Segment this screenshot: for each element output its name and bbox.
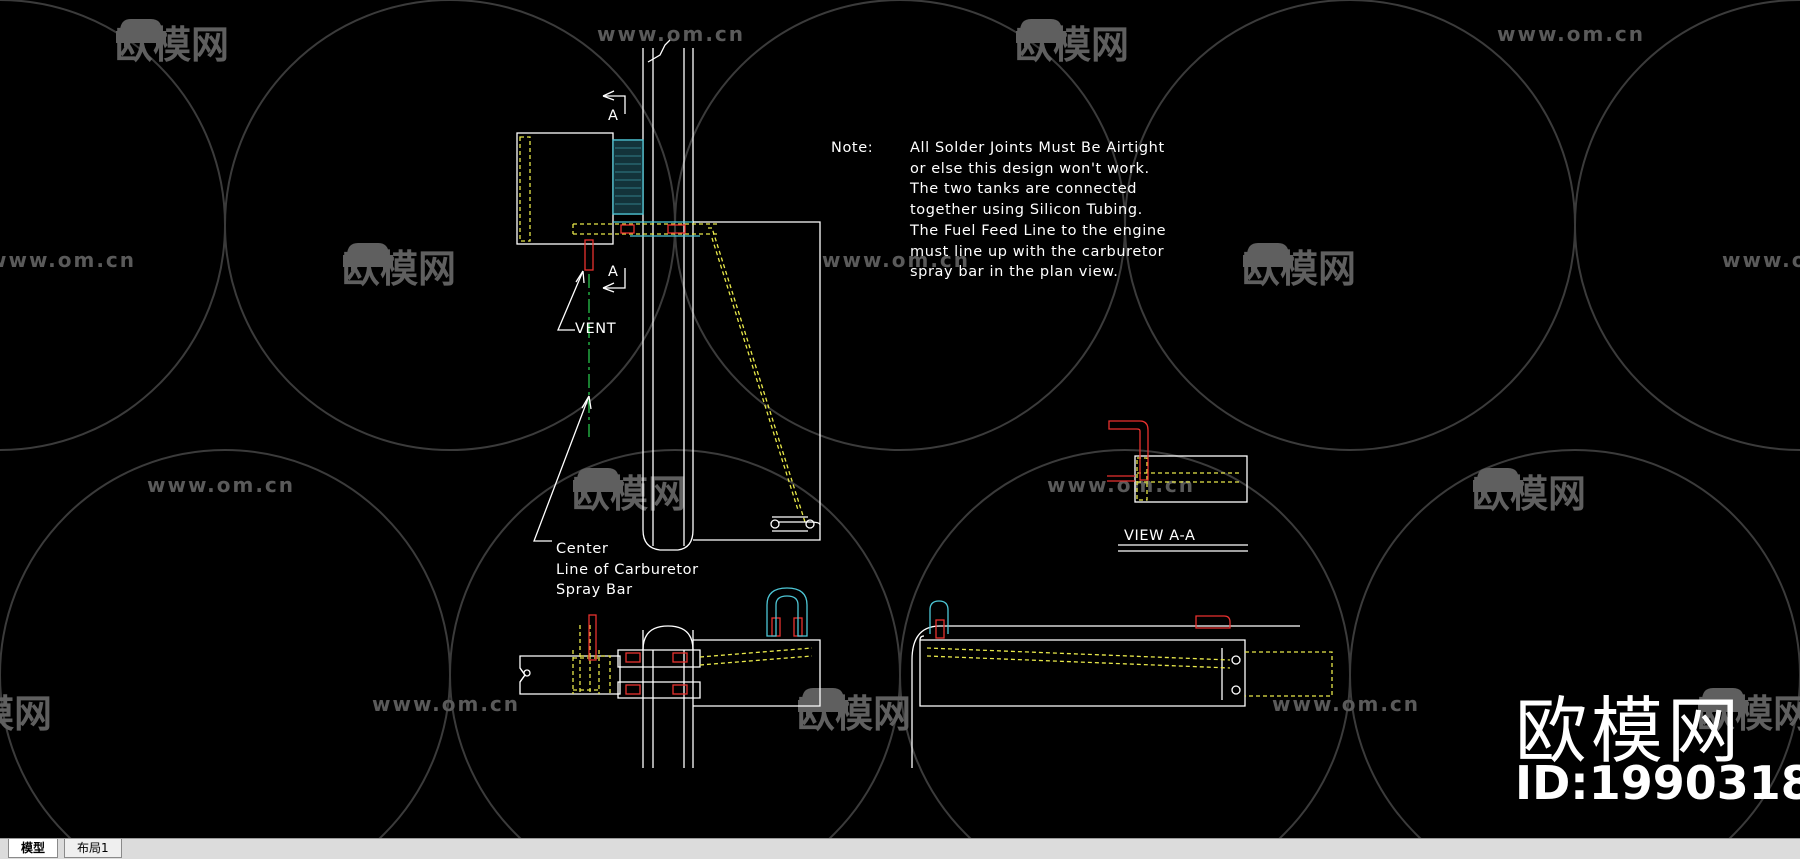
- note-line: together using Silicon Tubing.: [910, 202, 1143, 219]
- watermark-url-7: www.om.cn: [1047, 473, 1196, 497]
- note-line: The two tanks are connected: [910, 181, 1138, 198]
- note-line: All Solder Joints Must Be Airtight: [910, 140, 1165, 156]
- plan-view-left-yellow: [572, 625, 813, 694]
- upper-tank-cyan: [612, 139, 700, 237]
- drawing-canvas[interactable]: www.om.cn www.om.cn www.om.cn www.om.cn …: [0, 0, 1800, 838]
- watermark-logo-6: 欧模网: [1472, 463, 1586, 518]
- sofa-logo-icon: [1016, 19, 1066, 47]
- watermark-url-1: www.om.cn: [597, 22, 746, 46]
- watermark-url-3: www.om.cn: [0, 248, 137, 272]
- vent-label: VENT: [575, 321, 617, 337]
- section-arrow-a-bottom: [602, 268, 626, 293]
- watermark-url-2: www.om.cn: [1497, 22, 1646, 46]
- vertical-pipe: [642, 39, 694, 551]
- watermark-big-logo: 欧模网: [1515, 689, 1744, 773]
- layout-tab-bar: 模型 布局1: [0, 838, 1800, 859]
- sofa-logo-icon: [798, 688, 848, 716]
- view-aa-title: VIEW A-A: [1124, 528, 1196, 544]
- centerline-label-line-3: Spray Bar: [556, 582, 633, 599]
- upper-tank-yellow: [519, 136, 806, 523]
- fitting-red: [584, 224, 686, 271]
- tab-layout1[interactable]: 布局1: [64, 839, 122, 858]
- watermark-logo-4: 欧模网: [1242, 238, 1356, 293]
- watermark-url-6: www.om.cn: [147, 473, 296, 497]
- main-tank: [693, 221, 821, 541]
- sofa-logo-icon: [573, 468, 623, 496]
- watermark-url-8: www.om.cn: [372, 692, 521, 716]
- view-aa-red: [1107, 420, 1149, 482]
- section-label-a-bottom: A: [608, 264, 619, 280]
- watermark-logo-9: 欧模网: [1697, 683, 1800, 738]
- note-label: Note:: [831, 140, 874, 156]
- sofa-logo-icon: [343, 243, 393, 271]
- sofa-logo-icon: [1473, 468, 1523, 496]
- section-arrow-a-top: [602, 90, 626, 114]
- watermark-logo-7: 欧模网: [0, 692, 53, 736]
- watermark-url-9: www.om.cn: [1272, 692, 1421, 716]
- watermark-logo-5: 欧模网: [572, 463, 686, 518]
- watermark-url-4: www.om.cn: [822, 248, 971, 272]
- plan-view-left-cyan: [766, 587, 808, 637]
- centerline-label-line-1: Center: [556, 541, 609, 557]
- watermark-logo-1: 欧模网: [115, 14, 229, 69]
- sofa-logo-icon: [116, 19, 166, 47]
- view-aa-detail: [1118, 455, 1248, 552]
- upper-tank-hatch: [615, 147, 641, 205]
- watermark-logo-3: 欧模网: [342, 238, 456, 293]
- plan-view-right-red: [935, 615, 1231, 639]
- plan-view-right: [911, 625, 1300, 768]
- watermark-id: ID:1990318: [1515, 756, 1800, 810]
- note-line: The Fuel Feed Line to the engine: [910, 222, 1167, 239]
- sofa-logo-icon: [1243, 243, 1293, 271]
- note-line: must line up with the carburetor: [910, 243, 1165, 260]
- note-line: spray bar in the plan view.: [910, 264, 1119, 281]
- watermark-logo-8: 欧模网: [797, 683, 911, 738]
- plan-view-right-cyan: [929, 600, 949, 634]
- view-aa-yellow: [1136, 457, 1242, 501]
- sofa-logo-icon: [1698, 688, 1748, 716]
- plan-view-right-yellow: [926, 647, 1333, 697]
- leader-lines: [533, 270, 592, 542]
- plan-view-left: [519, 625, 821, 768]
- watermark-logo-2: 欧模网: [1015, 14, 1129, 69]
- tab-model[interactable]: 模型: [8, 839, 59, 858]
- centerline-label-line-2: Line of Carburetor: [556, 561, 699, 578]
- note-line: or else this design won't work.: [910, 160, 1150, 177]
- centerline-label: Center Line of Carburetor Spray Bar: [556, 539, 699, 601]
- note-text: All Solder Joints Must Be Airtight or el…: [910, 138, 1166, 283]
- section-label-a-top: A: [608, 108, 619, 124]
- cad-drawing: [516, 39, 1333, 768]
- upper-tank: [516, 132, 614, 245]
- watermark-url-5: www.om.cn: [1722, 248, 1800, 272]
